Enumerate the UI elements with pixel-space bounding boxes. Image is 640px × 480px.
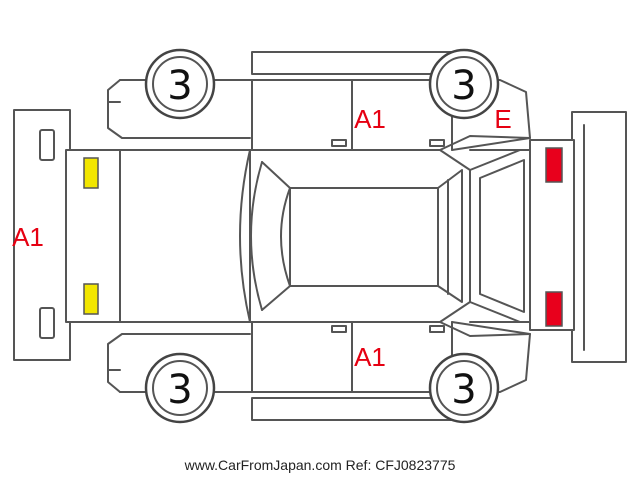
- rear-lamp-bottom: [83, 283, 99, 315]
- damage-mark-rear-bumper: A1: [12, 222, 44, 252]
- rear-lamp-top: [83, 157, 99, 189]
- footer-reference: www.CarFromJapan.com Ref: CFJ0823775: [0, 457, 640, 473]
- front-lamp-top: [545, 147, 563, 183]
- front-bumper: [571, 111, 627, 363]
- damage-mark-lower-doors: A1: [354, 342, 386, 372]
- tire-rear-right: 3: [144, 352, 216, 424]
- tire-front-left-grade: 3: [451, 63, 476, 109]
- tire-rear-left-grade: 3: [167, 63, 192, 109]
- footer-ref: Ref: CFJ0823775: [345, 457, 456, 473]
- damage-mark-front-fender: E: [494, 104, 511, 134]
- tire-front-left: 3: [428, 48, 500, 120]
- footer-site: www.CarFromJapan.com: [184, 457, 342, 473]
- rear-bumper: [13, 109, 71, 361]
- tire-front-right: 3: [428, 352, 500, 424]
- tire-front-right-grade: 3: [451, 367, 476, 413]
- damage-mark-upper-doors: A1: [354, 104, 386, 134]
- tire-rear-right-grade: 3: [167, 367, 192, 413]
- front-lamp-bottom: [545, 291, 563, 327]
- car-body-top: [119, 149, 531, 323]
- tire-rear-left: 3: [144, 48, 216, 120]
